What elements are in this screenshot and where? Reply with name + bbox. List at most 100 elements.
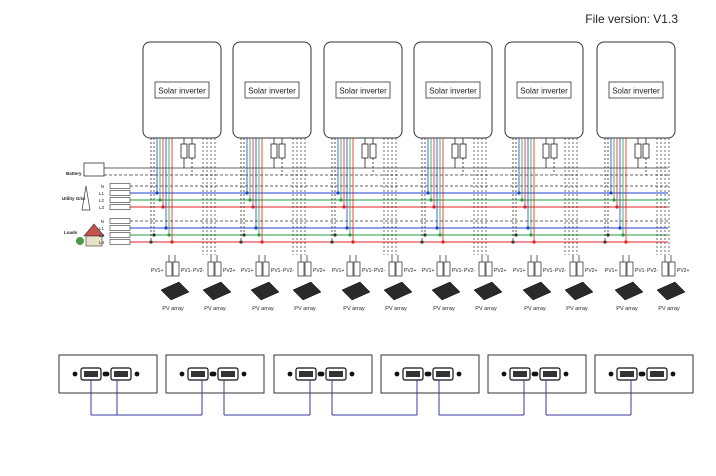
rj45-port-icon bbox=[650, 371, 664, 377]
pv-terminal-label: PV1- bbox=[452, 268, 463, 274]
inverter-label: Solar inverter bbox=[429, 87, 477, 96]
pv-panel bbox=[614, 281, 644, 301]
port-screw-icon bbox=[349, 371, 355, 377]
pv-panel bbox=[292, 281, 322, 301]
dc-fuse bbox=[361, 143, 369, 159]
pv-array-label: PV array bbox=[252, 306, 274, 312]
pv-array-label: PV array bbox=[343, 306, 365, 312]
pv-terminal-label: PV2- bbox=[193, 268, 204, 274]
junction-dot bbox=[330, 240, 334, 244]
dc-fuse bbox=[550, 143, 558, 159]
pv-terminal-label: PV2+ bbox=[404, 268, 416, 274]
junction-dot bbox=[333, 233, 337, 237]
load-terminal-block bbox=[109, 225, 131, 231]
grid-terminal-label: N bbox=[101, 184, 104, 189]
pv-terminal-label: PV2+ bbox=[313, 268, 325, 274]
pv-connector bbox=[207, 261, 215, 277]
pv-connector bbox=[304, 261, 312, 277]
pv-panel bbox=[656, 281, 686, 301]
port-screw-icon bbox=[287, 371, 293, 377]
pv-panel bbox=[431, 281, 461, 301]
pv-panel bbox=[383, 281, 413, 301]
junction-dot bbox=[257, 233, 261, 237]
pv-array-label: PV array bbox=[385, 306, 407, 312]
pv-connector bbox=[262, 261, 270, 277]
junction-dot bbox=[621, 233, 625, 237]
inverter-label-frame bbox=[608, 81, 664, 99]
grid-terminal-block bbox=[109, 197, 131, 203]
port-screw-icon bbox=[424, 371, 430, 377]
junction-dot bbox=[529, 233, 533, 237]
junction-dot bbox=[254, 226, 258, 230]
port-screw-icon bbox=[179, 371, 185, 377]
port-screw-icon bbox=[241, 371, 247, 377]
rj45-port-icon bbox=[84, 371, 98, 377]
junction-dot bbox=[423, 233, 427, 237]
grid-terminal-block bbox=[109, 183, 131, 189]
load-terminal-block bbox=[109, 218, 131, 224]
grid-terminal-label: L3 bbox=[99, 205, 105, 210]
pv-terminal-label: PV2+ bbox=[494, 268, 506, 274]
port-screw-icon bbox=[72, 371, 78, 377]
load-terminal-block bbox=[109, 232, 131, 238]
pv-connector bbox=[661, 261, 669, 277]
port-screw-icon bbox=[134, 371, 140, 377]
junction-dot bbox=[245, 191, 249, 195]
inverter-label: Solar inverter bbox=[339, 87, 387, 96]
junction-dot bbox=[517, 191, 521, 195]
load-terminal-label: L1 bbox=[99, 226, 105, 231]
pv-connector bbox=[576, 261, 584, 277]
rj45-port-icon bbox=[299, 371, 313, 377]
rj45-port-icon bbox=[620, 371, 634, 377]
junction-dot bbox=[155, 191, 159, 195]
file-version: File version: V1.3 bbox=[585, 12, 678, 26]
battery-icon bbox=[83, 162, 105, 177]
port-screw-icon bbox=[531, 371, 537, 377]
pv-connector bbox=[346, 261, 354, 277]
junction-dot bbox=[618, 226, 622, 230]
port-screw-icon bbox=[317, 371, 323, 377]
house-body-icon bbox=[85, 235, 103, 247]
pv-panel bbox=[341, 281, 371, 301]
load-terminal-block bbox=[109, 239, 131, 245]
dc-fuse bbox=[459, 143, 467, 159]
junction-dot bbox=[435, 226, 439, 230]
battery-label: Battery bbox=[66, 171, 82, 176]
rj45-port-icon bbox=[543, 371, 557, 377]
inverter-label: Solar inverter bbox=[248, 87, 296, 96]
rj45-port-icon bbox=[329, 371, 343, 377]
junction-dot bbox=[339, 198, 343, 202]
pv-connector bbox=[214, 261, 222, 277]
junction-dot bbox=[429, 198, 433, 202]
pv-connector bbox=[297, 261, 305, 277]
junction-dot bbox=[170, 240, 174, 244]
junction-dot bbox=[242, 233, 246, 237]
pv-array-label: PV array bbox=[204, 306, 226, 312]
load-terminal-label: L2 bbox=[99, 233, 105, 238]
pv-connector bbox=[478, 261, 486, 277]
pv-array-label: PV array bbox=[524, 306, 546, 312]
rj45-port-icon bbox=[191, 371, 205, 377]
pv-connector bbox=[388, 261, 396, 277]
pv-connector bbox=[436, 261, 444, 277]
junction-dot bbox=[612, 198, 616, 202]
junction-dot bbox=[260, 240, 264, 244]
pv-terminal-label: PV2+ bbox=[677, 268, 689, 274]
tree-icon bbox=[76, 237, 84, 245]
rj45-port-icon bbox=[221, 371, 235, 377]
loads-label: Loads bbox=[64, 230, 78, 235]
junction-dot bbox=[158, 198, 162, 202]
junction-dot bbox=[336, 191, 340, 195]
junction-dot bbox=[441, 240, 445, 244]
port-screw-icon bbox=[102, 371, 108, 377]
pv-connector bbox=[569, 261, 577, 277]
pv-terminal-label: PV1- bbox=[181, 268, 192, 274]
junction-dot bbox=[438, 233, 442, 237]
pv-connector bbox=[485, 261, 493, 277]
port-screw-icon bbox=[456, 371, 462, 377]
port-screw-icon bbox=[209, 371, 215, 377]
junction-dot bbox=[606, 233, 610, 237]
junction-dot bbox=[248, 198, 252, 202]
junction-dot bbox=[520, 198, 524, 202]
port-screw-icon bbox=[670, 371, 676, 377]
